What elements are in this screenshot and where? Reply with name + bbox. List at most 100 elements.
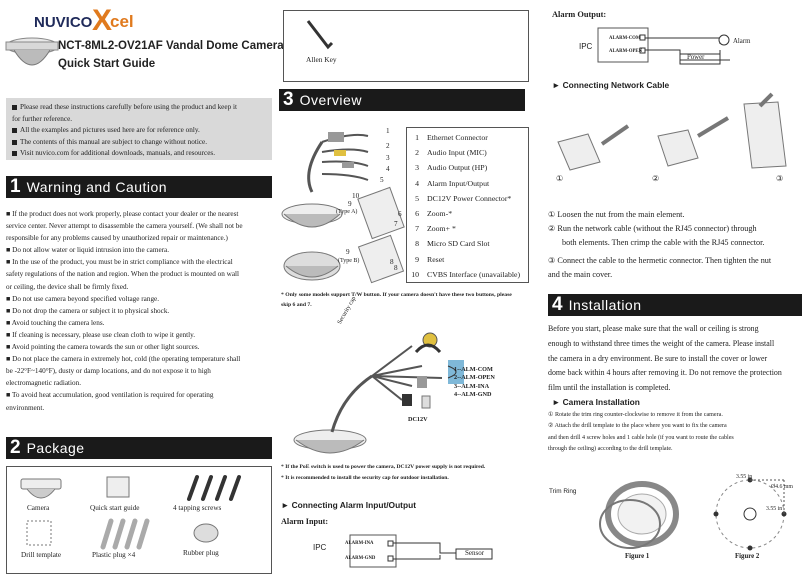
callout: 9 [346, 248, 350, 256]
type-a-label: (Type A) [336, 209, 358, 215]
overview-notes-2: * If the PoE switch is used to power the… [281, 462, 531, 484]
warning-line: ■ To avoid heat accumulation, good venti… [6, 391, 214, 400]
note-line: The contents of this manual are subject … [12, 137, 266, 149]
alarm-pin: 2--ALM-OPEN [454, 374, 495, 382]
figure-2-caption: Figure 2 [735, 553, 760, 560]
pin-label: ALARM-INA [345, 541, 374, 546]
callout: 7 [394, 220, 398, 228]
callout: 5 [380, 176, 384, 184]
section-number: 3 [283, 89, 294, 110]
dim-b-label: 3.55 in [766, 506, 783, 512]
section-title: Overview [299, 92, 362, 108]
note-text: All the examples and pictures used here … [20, 126, 200, 135]
instruction-line: through the ceiling) according to the dr… [548, 446, 673, 453]
camera-installation-text: ① Rotate the trim ring counter-clockwise… [548, 410, 802, 456]
package-item-screws: 4 tapping screws [173, 504, 222, 512]
rubber-plug-image [193, 523, 219, 543]
section-title: Installation [568, 297, 642, 313]
warning-line: ■ Avoid touching the camera lens. [6, 318, 105, 327]
instruction-line: ② Run the network cable (without the RJ4… [548, 224, 757, 234]
brand-logo: NUVICO X cel [10, 4, 134, 38]
warning-line: responsible for any problems caused by u… [6, 234, 228, 243]
package-box: Camera Quick start guide 4 tapping screw… [6, 466, 272, 574]
section-title: Warning and Caution [26, 179, 168, 195]
section-2-header: 2 Package [6, 437, 272, 459]
network-title: ► Connecting Network Cable [552, 80, 670, 90]
dim-a-label: 3.55 in [736, 474, 753, 480]
note-text: Please read these instructions carefully… [20, 103, 237, 111]
type-b-label: (Type B) [338, 258, 360, 264]
alarm-label: Alarm [733, 38, 751, 45]
instruction-line: ③ Connect the cable to the hermetic conn… [548, 255, 772, 265]
overview-camera-drawing [281, 132, 405, 284]
note-text: The contents of this manual are subject … [20, 137, 208, 146]
note-line: * Only some models support T/W button. I… [281, 292, 512, 298]
connecting-alarm-title: ► Connecting Alarm Input/Output [281, 500, 416, 510]
cable-diagram [293, 332, 464, 454]
section-number: 2 [10, 437, 21, 458]
note-line: Visit nuvico.com for additional download… [12, 148, 266, 160]
warning-line: ■ Do not allow water or liquid intrusion… [6, 246, 170, 255]
warning-line: ■ Do not use camera beyond specified vol… [6, 294, 160, 303]
warning-line: or ceiling, the device shall be firmly f… [6, 282, 129, 291]
step-number: ② [652, 174, 660, 183]
callout: 6 [398, 210, 402, 218]
notes-box: Please read these instructions carefully… [6, 98, 272, 160]
alarm-output-pins: ALARM-COM ALARM-OPEN [609, 33, 642, 58]
instruction-line: dome back within 4 hours after removing … [548, 368, 782, 378]
guide-image [106, 476, 130, 498]
note-line: * If the PoE switch is used to power the… [281, 464, 486, 470]
instruction-line: ① Loosen the nut from the main element. [548, 210, 685, 219]
callout: 3 [386, 154, 390, 162]
alarm-pin-labels: 1--ALM-COM 2--ALM-OPEN 3--ALM-INA 4--ALM… [454, 366, 495, 400]
network-instructions: ① Loosen the nut from the main element. … [548, 208, 802, 282]
warning-line: ■ Avoid pointing the camera towards the … [6, 343, 200, 352]
power-label: Power [687, 54, 705, 61]
heading-text: Connecting Network Cable [562, 80, 670, 90]
section-3-header: 3 Overview [279, 89, 525, 111]
screws-image [187, 475, 241, 501]
guide-title: Quick Start Guide [58, 58, 156, 70]
note-text: Visit nuvico.com for additional download… [20, 149, 215, 158]
section-number: 1 [10, 176, 21, 197]
warning-line: environment. [6, 403, 45, 412]
allen-key-label: Allen Key [306, 55, 337, 64]
alarm-output-title: Alarm Output: [552, 10, 607, 19]
trim-ring-label: Trim Ring [549, 488, 577, 495]
heading-text: Connecting Alarm Input/Output [291, 500, 416, 510]
callout: 9 [348, 200, 352, 208]
instruction-line: the camera in a dry environment. Be sure… [548, 353, 768, 363]
instruction-line: and the main cover. [548, 269, 613, 279]
instruction-line: both elements. Then crimp the cable with… [562, 238, 765, 248]
instruction-line: ① Rotate the trim ring counter-clockwise… [548, 412, 723, 418]
note-line: Please read these instructions carefully… [12, 102, 266, 114]
dome-camera-image [5, 37, 59, 66]
instruction-line: ② Attach the drill template to the place… [548, 423, 727, 430]
sensor-label: Sensor [465, 549, 485, 557]
allen-key-box: Allen Key [283, 10, 529, 82]
note-text: for further reference. [12, 114, 73, 123]
callout: 8 [390, 258, 394, 266]
camera-installation-title: ► Camera Installation [552, 397, 640, 407]
allen-key-image [306, 20, 334, 50]
step-number: ③ [776, 174, 784, 183]
callout: 8 [394, 264, 398, 272]
note-line: for further reference. [12, 114, 266, 126]
warning-line: ■ Do not drop the camera or subject it t… [6, 306, 170, 315]
package-item-drill: Drill template [21, 551, 62, 559]
package-item-guide: Quick start guide [90, 504, 140, 512]
note-line: All the examples and pictures used here … [12, 125, 266, 137]
callout: 2 [386, 142, 390, 150]
instruction-line: and then drill 4 screw holes and 1 cable… [548, 434, 734, 441]
drill-template-image [26, 520, 52, 546]
pin-label: ALARM-GND [345, 556, 376, 561]
alarm-pin: 4--ALM-GND [454, 391, 492, 399]
dim-c-label: Ø4.6 mm [771, 484, 793, 490]
